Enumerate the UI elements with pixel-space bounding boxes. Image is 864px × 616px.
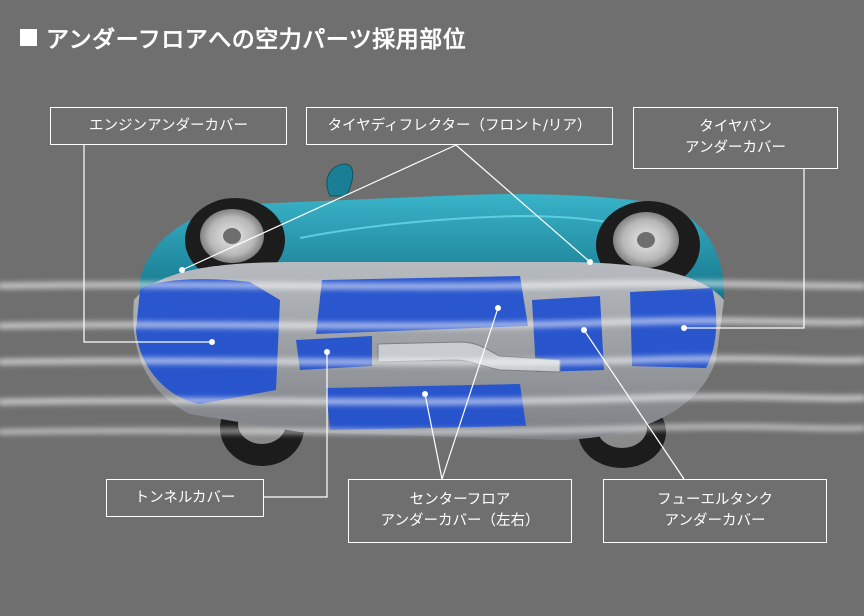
label-text-line2: アンダーカバー（左右）	[380, 513, 540, 529]
label-text-line1: フューエルタンク	[657, 492, 773, 508]
label-text: エンジンアンダーカバー	[89, 117, 248, 134]
leader-lines	[83, 144, 805, 498]
label-text-line2: アンダーカバー	[664, 513, 766, 529]
dot-center-lower	[422, 391, 428, 397]
label-fuel-tank-under-cover: フューエルタンク アンダーカバー	[603, 479, 827, 543]
tunnel-cover-panel	[296, 336, 372, 370]
label-tire-pan-under-cover: タイヤパン アンダーカバー	[633, 107, 838, 169]
side-mirror	[326, 163, 354, 197]
title-bullet-square	[20, 28, 37, 46]
center-floor-lower-panel	[326, 384, 526, 430]
leader-dots	[179, 259, 687, 397]
label-text: タイヤディフレクター（フロント/リア）	[327, 117, 592, 134]
leader-center-floor-lower	[424, 393, 443, 480]
dot-center-upper	[495, 305, 501, 311]
airflow-line	[0, 280, 864, 289]
leader-tire-pan	[684, 169, 805, 329]
airflow-line	[0, 424, 864, 434]
leader-tire-deflector-rear	[455, 144, 591, 263]
page-title: アンダーフロアへの空力パーツ採用部位	[20, 20, 466, 54]
airflow-line	[0, 394, 864, 405]
front-top-tire	[185, 198, 285, 282]
fuel-tank-under-cover-panel	[532, 296, 604, 372]
label-center-floor-under-cover: センターフロア アンダーカバー（左右）	[348, 479, 572, 543]
airflow-line	[0, 356, 864, 365]
label-text-line1: センターフロア	[409, 492, 511, 508]
dot-tunnel	[324, 349, 330, 355]
label-text-line2: アンダーカバー	[685, 140, 786, 156]
airflow-line	[0, 318, 864, 329]
leader-fuel-tank	[583, 329, 685, 480]
label-text-line1: タイヤパン	[699, 119, 772, 135]
title-text: アンダーフロアへの空力パーツ採用部位	[46, 27, 467, 53]
dot-deflector-front	[179, 267, 185, 273]
label-engine-under-cover: エンジンアンダーカバー	[50, 107, 287, 145]
tire-pan-under-cover-panel	[630, 288, 717, 368]
leader-center-floor-upper	[441, 307, 499, 480]
leader-engine-under-cover	[83, 145, 212, 343]
label-tunnel-cover: トンネルカバー	[106, 479, 264, 517]
leader-tire-deflector-front	[181, 144, 457, 271]
airflow-streaks	[0, 280, 864, 434]
dot-tire-pan	[681, 325, 687, 331]
dot-engine	[209, 339, 215, 345]
dot-deflector-rear	[587, 259, 593, 265]
label-tire-deflector: タイヤディフレクター（フロント/リア）	[306, 107, 613, 145]
leader-tunnel-cover	[264, 352, 328, 498]
label-text: トンネルカバー	[134, 489, 236, 506]
dot-fuel	[581, 327, 587, 333]
center-floor-upper-panel	[316, 276, 528, 334]
